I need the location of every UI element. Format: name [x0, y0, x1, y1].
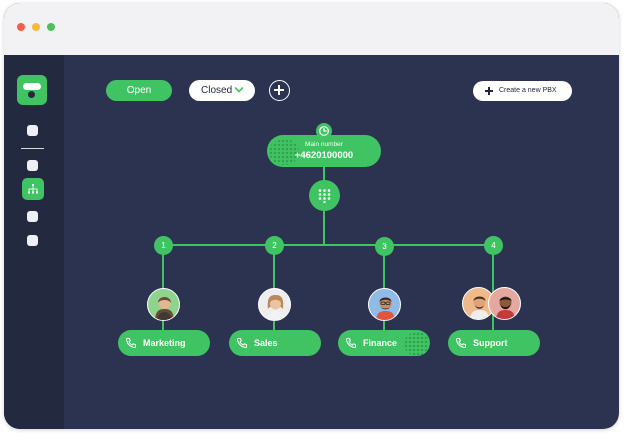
sidebar-item-1[interactable] [27, 125, 38, 136]
avatar-sales [258, 288, 291, 321]
person-icon [155, 297, 174, 320]
logo-knob [28, 91, 35, 98]
option-node-2[interactable]: 2 [265, 236, 284, 255]
option-node-4[interactable]: 4 [484, 236, 503, 255]
plus-icon-vertical [488, 87, 490, 95]
department-finance[interactable]: Finance [338, 330, 430, 356]
keypad-glyph [318, 189, 331, 203]
avatar-marketing [147, 288, 180, 321]
main-number-node[interactable]: Main number +4620100000 [267, 135, 381, 167]
department-label: Support [473, 338, 508, 348]
create-pbx-label: Create a new PBX [499, 87, 557, 94]
org-chart-icon [28, 184, 38, 194]
create-pbx-button[interactable]: Create a new PBX [473, 81, 572, 101]
keypad-icon[interactable] [309, 180, 340, 211]
texture-pattern [404, 332, 430, 356]
app-window: Open Closed Create a new PBX Main number… [4, 3, 619, 429]
closed-dropdown[interactable]: Closed [189, 80, 255, 101]
option-node-1[interactable]: 1 [154, 236, 173, 255]
sidebar [4, 55, 64, 429]
sidebar-item-3[interactable] [27, 211, 38, 222]
phone-icon [125, 338, 136, 349]
clock-icon[interactable] [316, 123, 332, 139]
title-bar [4, 3, 619, 55]
connector-main-keypad [323, 167, 325, 181]
main-number-label: Main number [305, 141, 343, 148]
person-icon [496, 296, 515, 319]
phone-icon [455, 338, 466, 349]
closed-dropdown-label: Closed [201, 85, 233, 96]
department-support[interactable]: Support [448, 330, 540, 356]
avatar-finance [368, 288, 401, 321]
main-number-value: +4620100000 [294, 150, 354, 161]
sidebar-item-4[interactable] [27, 235, 38, 246]
sidebar-item-2[interactable] [27, 160, 38, 171]
person-icon [376, 297, 395, 320]
app-logo [17, 75, 47, 105]
chevron-down-icon [234, 87, 244, 93]
phone-icon [236, 338, 247, 349]
open-button[interactable]: Open [106, 80, 172, 101]
department-label: Sales [254, 338, 278, 348]
connector-keypad-bus [323, 211, 325, 245]
department-marketing[interactable]: Marketing [118, 330, 210, 356]
department-label: Finance [363, 338, 398, 348]
department-sales[interactable]: Sales [229, 330, 321, 356]
texture-pattern [269, 139, 299, 165]
sidebar-divider [21, 148, 44, 149]
clock-glyph [319, 126, 329, 136]
connector-bus [162, 244, 493, 246]
logo-bar [23, 83, 41, 90]
connector-branch-4 [492, 244, 494, 332]
avatar-support-2 [488, 287, 521, 320]
sidebar-item-pbx-active[interactable] [22, 178, 44, 200]
phone-icon [345, 338, 356, 349]
person-icon [267, 295, 284, 320]
department-label: Marketing [143, 338, 186, 348]
close-window-dot[interactable] [17, 23, 25, 31]
add-plus-icon[interactable] [269, 80, 290, 101]
minimize-window-dot[interactable] [32, 23, 40, 31]
option-node-3[interactable]: 3 [375, 237, 394, 256]
canvas-area: Open Closed Create a new PBX Main number… [4, 3, 619, 429]
person-icon [470, 296, 489, 319]
maximize-window-dot[interactable] [47, 23, 55, 31]
